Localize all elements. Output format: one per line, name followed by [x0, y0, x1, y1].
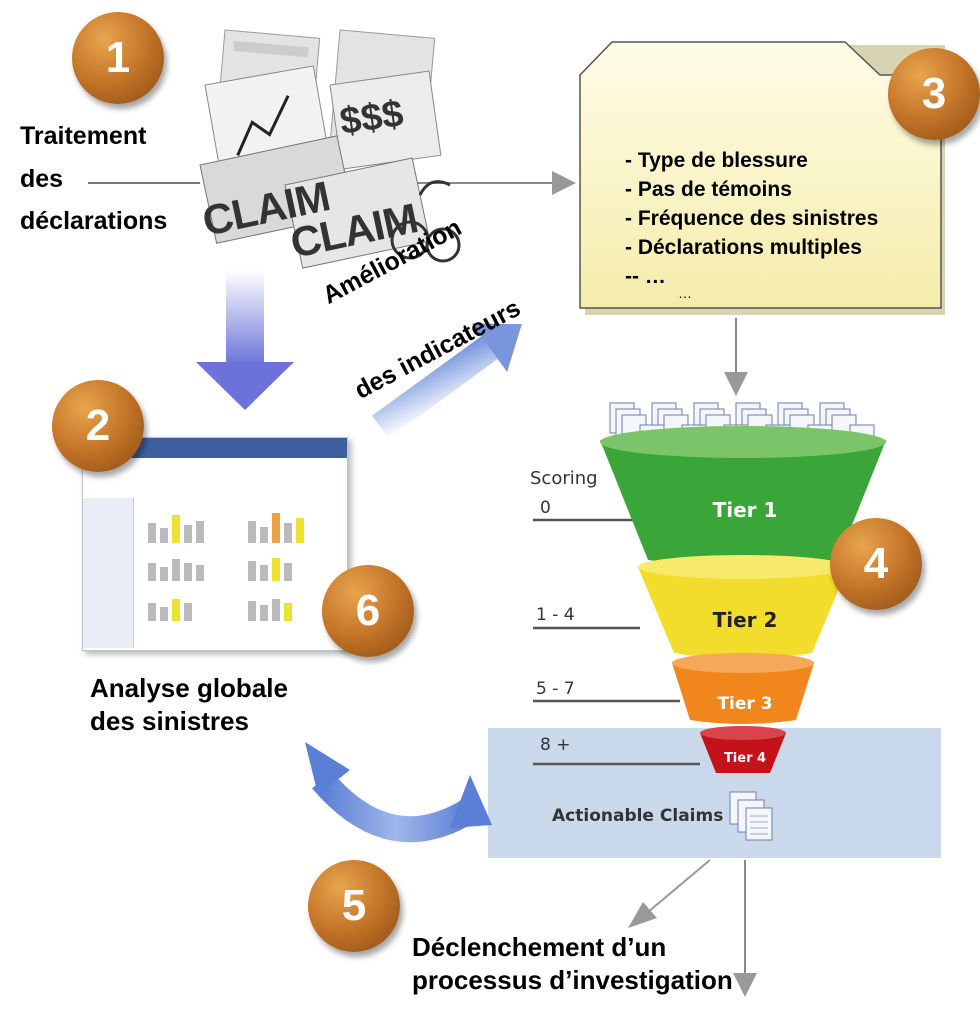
indicator-ellipsis: … [678, 285, 692, 301]
tier-3-shape [672, 658, 814, 724]
step-badge-5: 5 [308, 860, 400, 952]
traitement-line2: des [20, 165, 64, 193]
step-badge-6: 6 [322, 565, 414, 657]
double-curved-arrow [305, 742, 492, 843]
step-badge-4: 4 [830, 518, 922, 610]
step-badge-2: 2 [52, 380, 144, 472]
declenchement-line2: processus d’investigation [412, 965, 733, 995]
indicator-3: - Fréquence des sinistres [625, 207, 879, 230]
score-8-plus: 8 + [540, 735, 571, 755]
claim-doc-dollars: $$$ [337, 92, 406, 144]
tier-1-shape [600, 430, 886, 568]
document-stack-icon [729, 791, 773, 841]
traitement-line3: déclarations [20, 207, 168, 235]
claim-documents-illustration: $$$ CLAIM CLAIM [190, 25, 461, 275]
tier-4-label: Tier 4 [723, 751, 767, 766]
actionable-claims-label: Actionable Claims [552, 806, 724, 826]
tier-2-label: Tier 2 [712, 608, 778, 632]
step-badge-3: 3 [888, 48, 980, 140]
tier-1-label: Tier 1 [712, 498, 778, 522]
indicator-2: - Pas de témoins [625, 178, 792, 201]
tier-3-label: Tier 3 [717, 694, 773, 714]
blue-diagonal-arrow [372, 323, 522, 439]
tier-2-shape [638, 561, 848, 659]
traitement-line1: Traitement [20, 122, 147, 150]
analyse-line2: des sinistres [90, 706, 249, 736]
analysis-screenshot-thumbnail [82, 437, 348, 651]
indicator-4: - Déclarations multiples [625, 236, 862, 259]
score-5-7: 5 - 7 [536, 679, 575, 699]
score-0: 0 [540, 498, 551, 518]
analyse-line1: Analyse globale [90, 673, 288, 703]
declenchement-line1: Déclenchement d’un [412, 932, 667, 962]
fraud-funnel [600, 402, 886, 773]
indicator-5: -- … [625, 265, 666, 288]
indicator-1: - Type de blessure [625, 149, 808, 172]
indicator-folder [579, 41, 945, 315]
step-badge-1: 1 [72, 12, 164, 104]
score-1-4: 1 - 4 [536, 605, 575, 625]
tier-4-shape [700, 729, 786, 773]
blue-down-arrow [196, 270, 294, 410]
scoring-title: Scoring [530, 468, 598, 489]
